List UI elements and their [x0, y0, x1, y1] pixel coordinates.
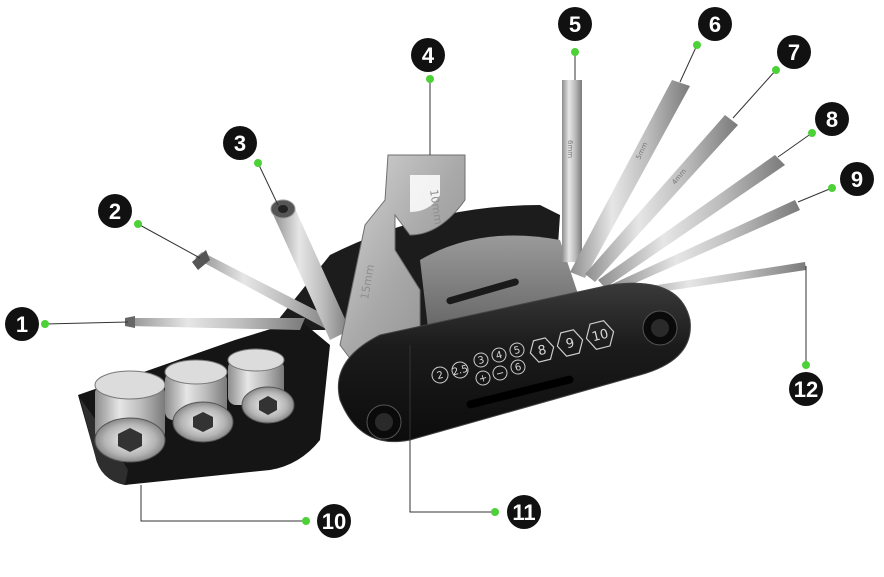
plate-label-10mm: 10mm	[427, 189, 445, 226]
svg-text:−: −	[495, 368, 506, 381]
callout-badge-7	[777, 35, 811, 69]
leader-lines	[44, 44, 833, 522]
callout-7: 7	[772, 35, 811, 74]
svg-text:2.5: 2.5	[451, 364, 469, 379]
callout-10: 10	[302, 504, 351, 538]
callout-1: 1	[5, 307, 49, 341]
callout-badge-8	[815, 102, 849, 136]
socket-large	[94, 370, 166, 463]
callout-dot-2	[134, 220, 142, 228]
callout-badge-4	[411, 38, 445, 72]
socket-small	[227, 348, 295, 424]
callout-badge-3	[223, 126, 257, 160]
tool-illustration: 10mm 15mm 6mm 5mm 4mm	[78, 80, 806, 485]
callout-badge-9	[840, 162, 874, 196]
phillips-screwdriver	[192, 250, 335, 330]
callout-5: 5	[558, 7, 592, 56]
callout-12: 12	[789, 361, 823, 406]
callout-dot-4	[426, 75, 434, 83]
callout-9: 9	[828, 162, 874, 196]
callout-badge-6	[698, 7, 732, 41]
callout-number-4: 4	[422, 43, 435, 68]
callout-badge-2	[98, 194, 132, 228]
callout-badge-10	[317, 504, 351, 538]
callout-dot-7	[772, 66, 780, 74]
svg-text:8: 8	[536, 343, 548, 360]
callout-11: 11	[491, 495, 541, 529]
svg-text:4: 4	[495, 350, 504, 362]
callout-number-7: 7	[788, 40, 800, 65]
flat-screwdriver	[125, 316, 305, 330]
callout-number-12: 12	[794, 377, 818, 402]
svg-text:+: +	[478, 373, 489, 386]
callout-dot-8	[808, 129, 816, 137]
hex-key-2mm	[625, 262, 806, 297]
callout-6: 6	[693, 7, 732, 49]
callout-number-3: 3	[234, 131, 246, 156]
callout-number-10: 10	[322, 509, 346, 534]
hex-key-5mm: 5mm	[570, 80, 690, 278]
tool-body-front	[337, 282, 691, 443]
svg-text:2: 2	[436, 370, 445, 382]
svg-text:6mm: 6mm	[566, 140, 574, 158]
callout-dot-9	[828, 184, 836, 192]
svg-text:3: 3	[477, 355, 486, 367]
hex-key-3mm	[598, 155, 785, 288]
callout-8: 8	[808, 102, 849, 137]
callout-number-6: 6	[709, 12, 721, 37]
callout-dot-3	[254, 159, 262, 167]
callout-dot-12	[802, 361, 810, 369]
callout-3: 3	[223, 126, 262, 167]
hex-key-6mm: 6mm	[562, 80, 582, 262]
socket-medium	[164, 359, 234, 443]
callout-number-9: 9	[851, 167, 863, 192]
body-size-markings: 2 2.5 3 4 5 +	[431, 320, 615, 386]
svg-text:10: 10	[590, 327, 610, 346]
callout-dot-6	[693, 41, 701, 49]
callout-badge-1	[5, 307, 39, 341]
callout-number-1: 1	[16, 312, 28, 337]
plate-label-15mm: 15mm	[358, 263, 377, 300]
callout-badge-5	[558, 7, 592, 41]
callout-dot-10	[302, 517, 310, 525]
callout-badge-11	[507, 495, 541, 529]
svg-text:5: 5	[513, 345, 522, 357]
callout-dot-5	[571, 48, 579, 56]
wrench-plate: 10mm 15mm	[339, 154, 466, 366]
callout-number-11: 11	[512, 500, 535, 525]
callout-dot-1	[41, 320, 49, 328]
callout-number-2: 2	[109, 199, 121, 224]
callout-number-5: 5	[569, 12, 581, 37]
callout-4: 4	[411, 38, 445, 83]
callout-number-8: 8	[826, 107, 838, 132]
callout-2: 2	[98, 194, 142, 228]
callout-dot-11	[491, 508, 499, 516]
svg-text:6: 6	[514, 362, 523, 374]
bit-holder	[270, 199, 350, 340]
hex-key-2-5mm	[610, 200, 800, 292]
callout-badge-12	[789, 372, 823, 406]
svg-text:9: 9	[564, 336, 576, 353]
